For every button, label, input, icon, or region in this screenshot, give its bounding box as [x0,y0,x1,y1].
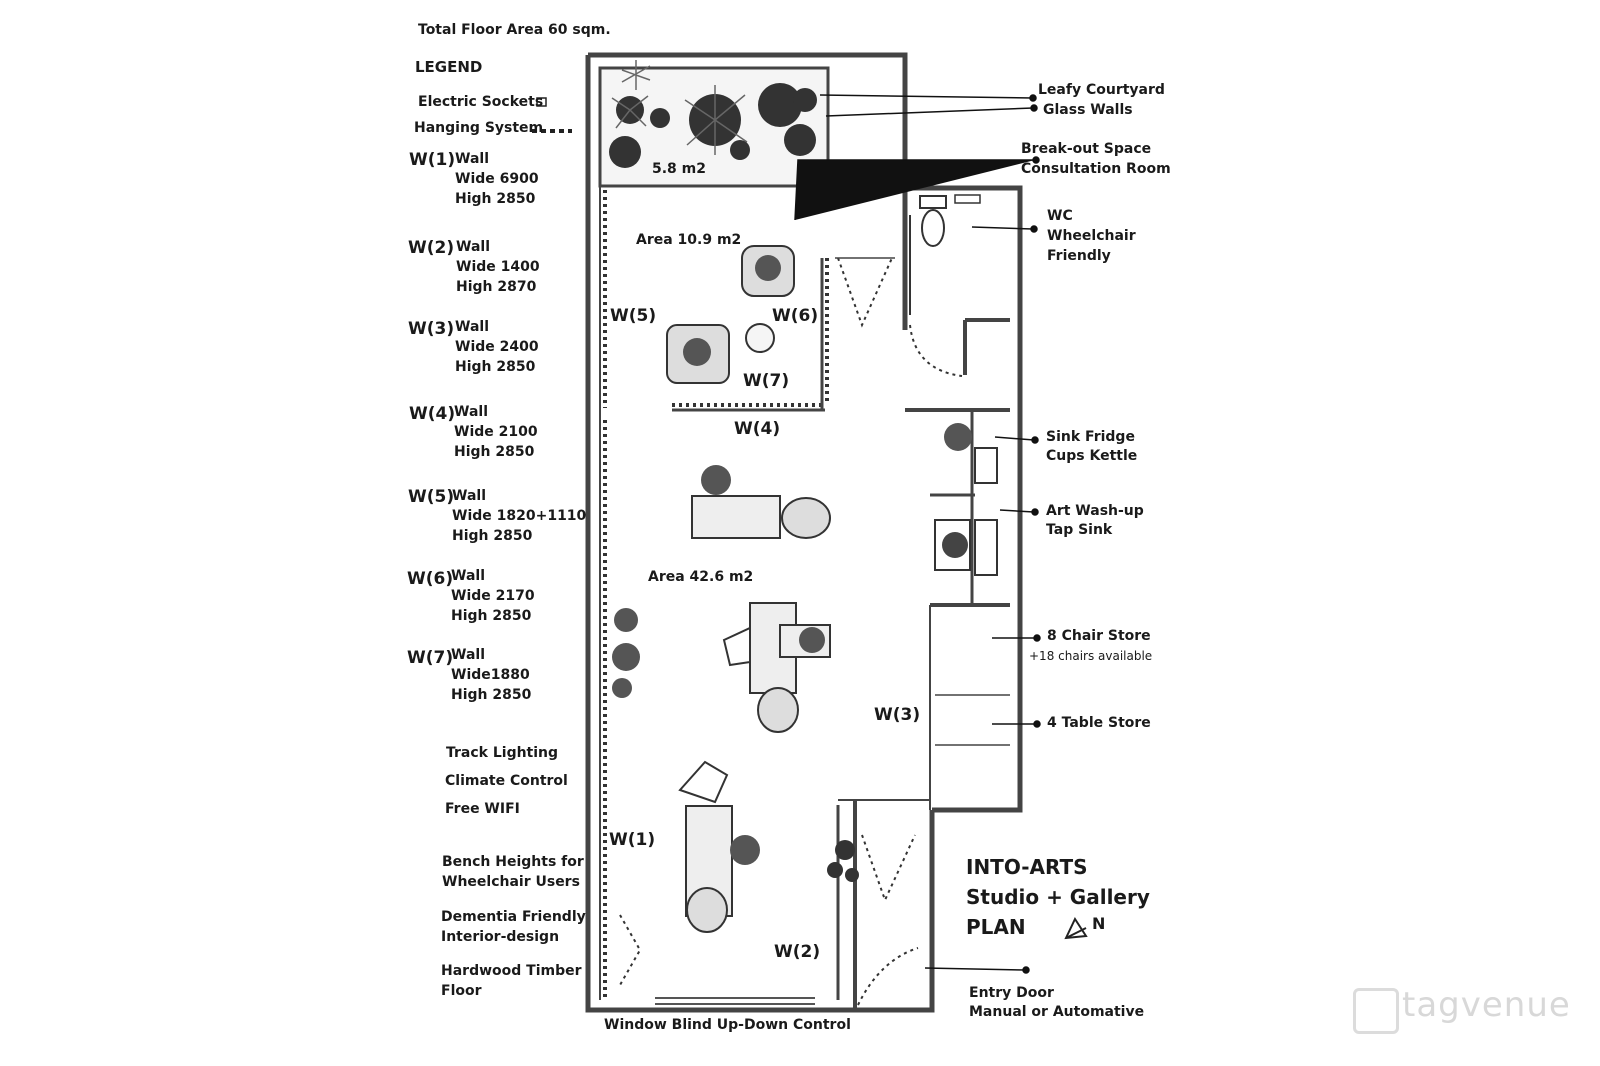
wall-label-5: Wall [452,488,486,504]
wall-wide-7: Wide1880 [451,667,530,683]
wall-label-6: Wall [451,568,485,584]
wall-label-2: Wall [456,239,490,255]
feature-dementia-2: Interior-design [441,929,560,945]
wall-wide-3: Wide 2400 [455,339,539,355]
wall-code-5: W(5) [408,487,455,507]
plan-wall-w4: W(4) [734,419,781,439]
callout-breakout: Break-out Space [1021,141,1152,157]
wall-high-7: High 2850 [451,687,532,703]
plan-wall-w5: W(5) [610,306,657,326]
wall-code-3: W(3) [408,319,455,339]
wall-code-7: W(7) [407,648,454,668]
wall-high-4: High 2850 [454,444,535,460]
feature-dementia-1: Dementia Friendly [441,909,586,925]
legend-hanging-system: Hanging System [414,120,544,136]
wall-wide-4: Wide 2100 [454,424,538,440]
feature-free-wifi: Free WIFI [445,801,520,817]
wall-high-1: High 2850 [455,191,536,207]
wall-label-1: Wall [455,151,489,167]
callout-wc: WC [1047,208,1073,224]
plan-wall-w6: W(6) [772,306,819,326]
callout-sink-fridge: Sink Fridge [1046,429,1135,445]
wall-code-4: W(4) [409,404,456,424]
socket-symbol-icon [536,97,547,107]
wall-wide-1: Wide 6900 [455,171,539,187]
callout-cups-kettle: Cups Kettle [1046,448,1138,464]
feature-hardwood-2: Floor [441,983,482,999]
plan-title-line2: Studio + Gallery [966,885,1150,909]
callout-entry-door: Entry Door [969,985,1054,1001]
feature-track-lighting: Track Lighting [446,745,559,761]
feature-bench-heights-1: Bench Heights for [442,854,584,870]
wall-high-2: High 2870 [456,279,537,295]
wall-label-7: Wall [451,647,485,663]
plan-wall-w3: W(3) [874,705,921,725]
wall-label-4: Wall [454,404,488,420]
courtyard-area: 5.8 m2 [652,161,707,177]
consult-room-area: Area 10.9 m2 [636,232,742,248]
wall-wide-2: Wide 1400 [456,259,540,275]
feature-bench-heights-2: Wheelchair Users [442,874,580,890]
north-label: N [1092,914,1106,933]
wall-wide-5: Wide 1820+1110 [452,508,587,524]
callout-chairs-available: +18 chairs available [1029,649,1153,663]
callout-table-store: 4 Table Store [1047,715,1151,731]
callout-consultation: Consultation Room [1021,161,1171,177]
wall-high-3: High 2850 [455,359,536,375]
wall-high-6: High 2850 [451,608,532,624]
wall-wide-6: Wide 2170 [451,588,535,604]
plan-title-line3: PLAN [966,915,1026,939]
total-floor-area: Total Floor Area 60 sqm. [418,22,611,38]
plan-wall-w7: W(7) [743,371,790,391]
callout-glass-walls: Glass Walls [1043,102,1133,118]
main-studio-area: Area 42.6 m2 [648,569,754,585]
callout-window-blind: Window Blind Up-Down Control [604,1017,851,1033]
plan-wall-w1: W(1) [609,830,656,850]
callout-tap-sink: Tap Sink [1046,522,1113,538]
wall-label-3: Wall [455,319,489,335]
callout-wheelchair: Wheelchair [1047,228,1136,244]
plan-title-line1: INTO-ARTS [966,855,1088,879]
north-arrow-icon [1064,916,1088,940]
watermark: tagvenue [1402,985,1571,1025]
tagvenue-logo-icon [1353,988,1399,1034]
legend-sockets: Electric Sockets [418,94,544,110]
wall-high-5: High 2850 [452,528,533,544]
legend-title: LEGEND [415,58,483,76]
wall-code-2: W(2) [408,238,455,258]
wall-code-1: W(1) [409,150,456,170]
feature-hardwood-1: Hardwood Timber [441,963,582,979]
callout-entry-mode: Manual or Automative [969,1004,1145,1020]
callout-friendly: Friendly [1047,248,1111,264]
callout-art-washup: Art Wash-up [1046,503,1144,519]
wall-code-6: W(6) [407,569,454,589]
feature-climate-control: Climate Control [445,773,568,789]
plan-wall-w2: W(2) [774,942,821,962]
callout-leafy-courtyard: Leafy Courtyard [1038,82,1165,98]
callout-chair-store: 8 Chair Store [1047,628,1151,644]
